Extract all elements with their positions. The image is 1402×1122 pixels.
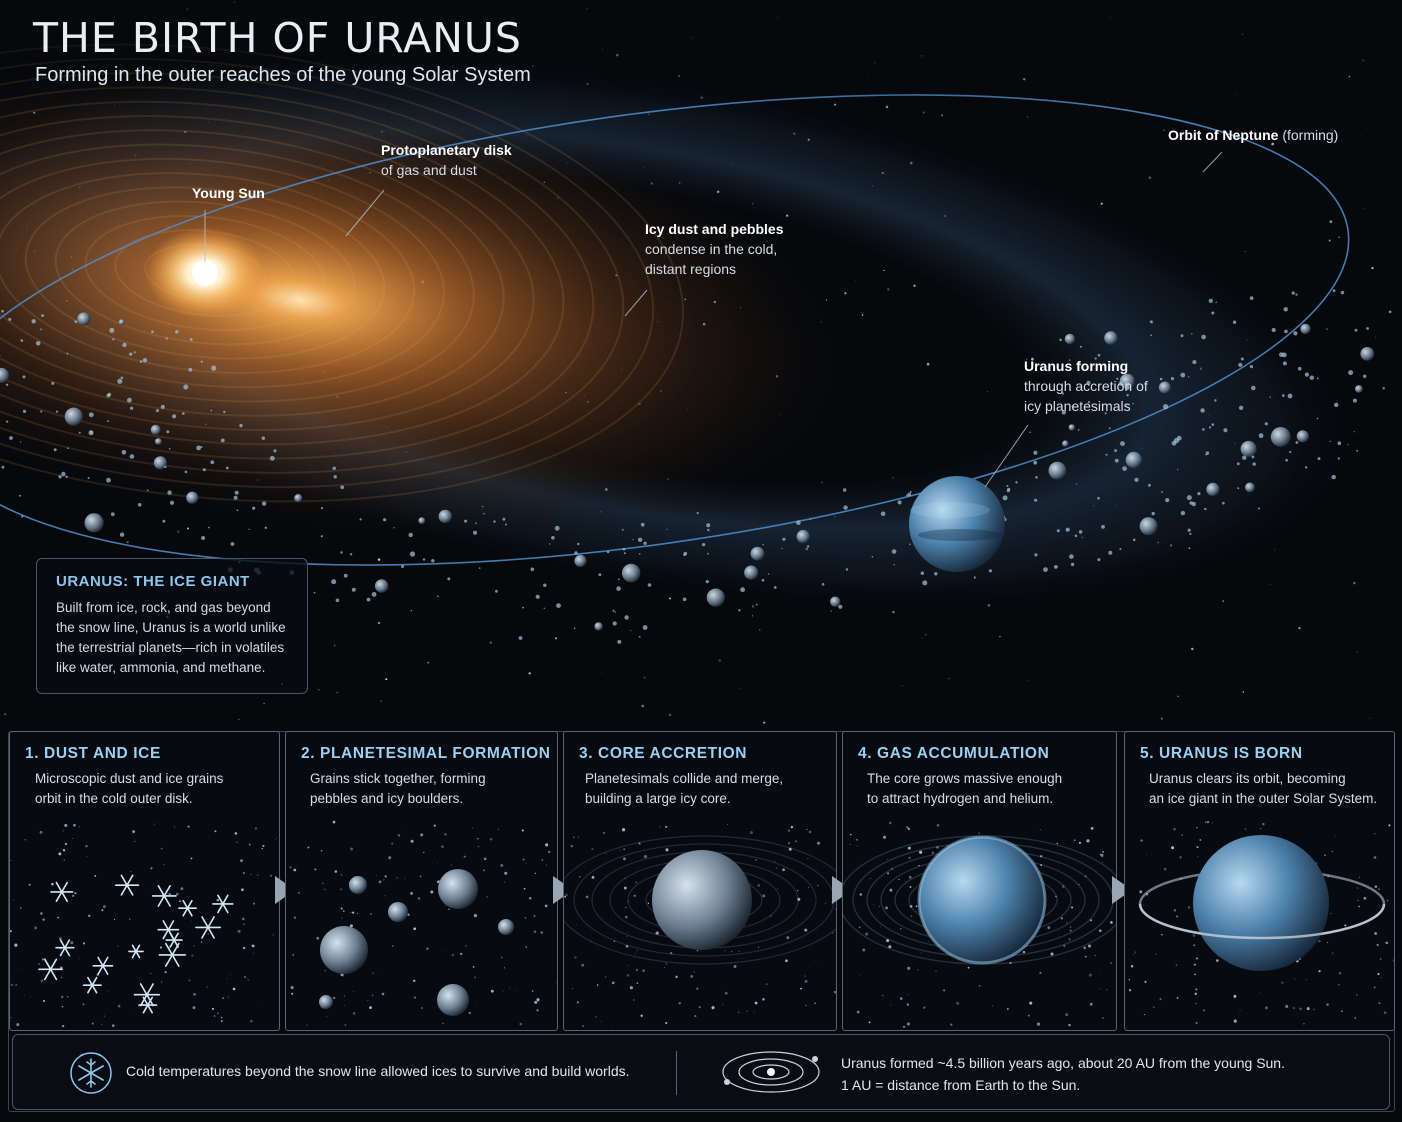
gas-accumulation-illustration bbox=[843, 821, 1116, 1028]
formation-age-note: Uranus formed ~4.5 billion years ago, ab… bbox=[841, 1055, 1285, 1093]
page-title: THE BIRTH OF URANUS bbox=[33, 14, 522, 62]
stage-panel-core-accretion: 3. CORE ACCRETION Planetesimals collide … bbox=[563, 731, 837, 1031]
young-sun-label: Young Sun bbox=[192, 185, 265, 201]
stage-title: 2. PLANETESIMAL FORMATION bbox=[301, 745, 551, 762]
stage-text: Uranus clears its orbit, becoming an ice… bbox=[1149, 771, 1378, 806]
stage-text: Grains stick together, forming pebbles a… bbox=[310, 771, 486, 806]
footer-notes: Cold temperatures beyond the snow line a… bbox=[12, 1034, 1390, 1110]
uranus-born-illustration bbox=[1128, 820, 1394, 1026]
dust-and-ice-illustration bbox=[10, 823, 278, 1028]
stage-title: 1. DUST AND ICE bbox=[25, 745, 161, 762]
snow-line-note: Cold temperatures beyond the snow line a… bbox=[126, 1063, 630, 1079]
planetesimal-illustration bbox=[289, 820, 557, 1026]
snowflake-icon bbox=[70, 1052, 112, 1094]
forming-uranus bbox=[909, 476, 1005, 572]
stage-panel-gas-accumulation: 4. GAS ACCUMULATION The core grows massi… bbox=[842, 731, 1117, 1031]
stage-panel-uranus-is-born: 5. URANUS IS BORN Uranus clears its orbi… bbox=[1124, 731, 1395, 1031]
stage-panel-planetesimal-formation: 2. PLANETESIMAL FORMATION Grains stick t… bbox=[285, 731, 558, 1031]
stage-panel-dust-and-ice: 1. DUST AND ICE Microscopic dust and ice… bbox=[9, 731, 280, 1031]
stage-text: The core grows massive enough to attract… bbox=[867, 771, 1063, 806]
stage-title: 3. CORE ACCRETION bbox=[579, 745, 748, 762]
stage-text: Planetesimals collide and merge, buildin… bbox=[585, 771, 784, 806]
info-box-text: Built from ice, rock, and gas beyond the… bbox=[56, 600, 286, 675]
neptune-orbit-label: Orbit of Neptune (forming) bbox=[1168, 127, 1339, 143]
page-subtitle: Forming in the outer reaches of the youn… bbox=[35, 64, 531, 86]
footer-divider bbox=[676, 1051, 677, 1095]
orbit-diagram-icon bbox=[722, 1051, 820, 1093]
stage-title: 5. URANUS IS BORN bbox=[1140, 745, 1303, 762]
ice-giant-info-box: URANUS: THE ICE GIANT Built from ice, ro… bbox=[36, 558, 308, 694]
neptune-orbit bbox=[0, 94, 1350, 566]
info-box-heading: URANUS: THE ICE GIANT bbox=[56, 573, 250, 590]
stage-text: Microscopic dust and ice grains orbit in… bbox=[35, 771, 224, 806]
stage-title: 4. GAS ACCUMULATION bbox=[858, 745, 1050, 762]
